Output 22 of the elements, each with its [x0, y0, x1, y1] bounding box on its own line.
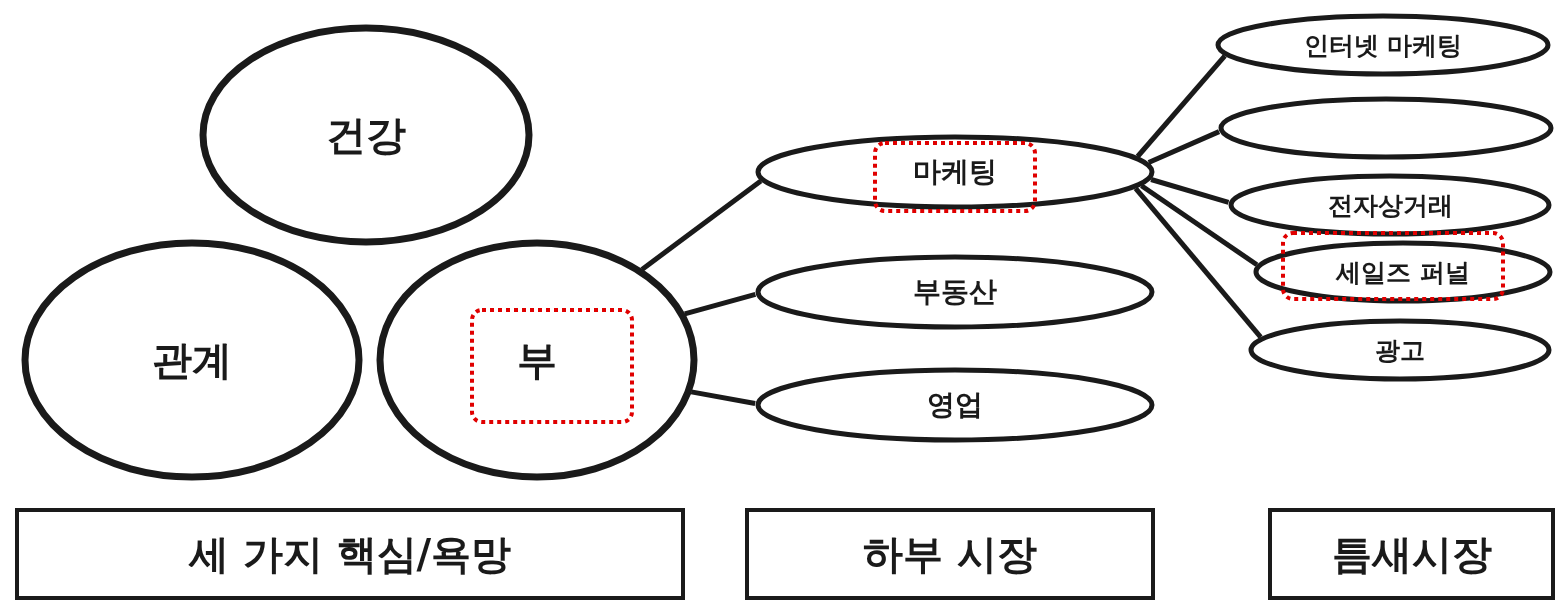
ellipse-node: 전자상거래	[1228, 173, 1552, 237]
connector-line	[1140, 183, 1259, 267]
ellipse-node: 관계	[22, 240, 362, 480]
connector-line	[690, 389, 756, 406]
ellipse-node: 마케팅	[755, 134, 1155, 210]
ellipse-node: 영업	[755, 367, 1155, 443]
category-box: 하부 시장	[745, 508, 1155, 600]
ellipse-node: 부동산	[755, 254, 1155, 330]
connector-line	[1150, 177, 1230, 205]
ellipse-node: 부	[377, 240, 697, 480]
connector-line	[1135, 54, 1227, 159]
connector-line	[1133, 186, 1263, 339]
connector-line	[684, 292, 757, 317]
ellipse-node	[1218, 96, 1554, 160]
ellipse-node: 건강	[200, 25, 532, 245]
category-box: 틈새시장	[1268, 508, 1555, 600]
category-box: 세 가지 핵심/욕망	[15, 508, 685, 600]
ellipse-node: 세일즈 퍼널	[1253, 240, 1553, 304]
ellipse-node: 광고	[1248, 318, 1552, 382]
connector-line	[1147, 129, 1221, 165]
connector-line	[640, 179, 763, 272]
ellipse-node: 인터넷 마케팅	[1215, 13, 1551, 77]
